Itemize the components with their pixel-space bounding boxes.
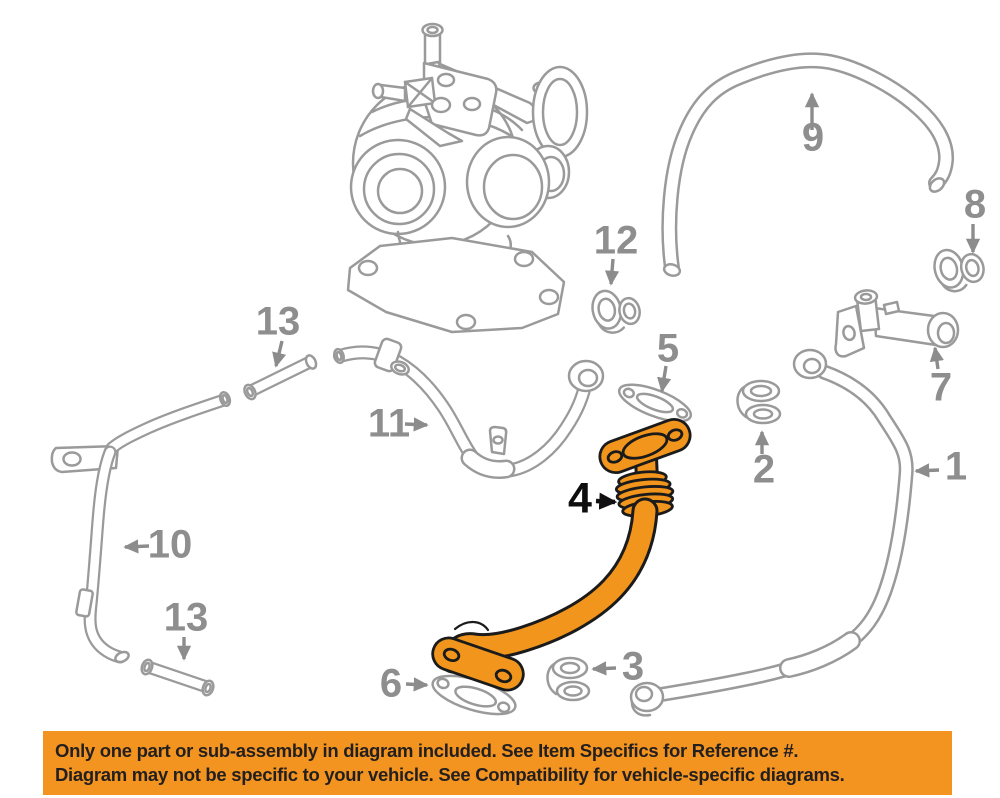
turbocharger-assembly	[346, 22, 589, 334]
callout-12-arrow	[604, 258, 620, 286]
callout-8: 8	[963, 182, 987, 227]
part-10-tube	[50, 390, 232, 664]
callout-5-arrow	[657, 365, 672, 393]
callout-11: 11	[367, 401, 411, 446]
callout-7: 7	[929, 365, 953, 410]
part-13-hose-lower	[140, 658, 215, 697]
callout-10-arrow	[123, 539, 150, 554]
callout-6-arrow	[405, 677, 429, 692]
callout-9: 9	[801, 115, 825, 160]
disclaimer-banner: Only one part or sub-assembly in diagram…	[43, 731, 952, 795]
part-9-hose	[661, 52, 955, 277]
callout-3-arrow	[591, 661, 617, 676]
callout-1: 1	[944, 444, 968, 489]
callout-4-arrow	[595, 492, 618, 510]
callout-13-lower: 13	[163, 595, 209, 640]
part-13-hose-upper	[243, 354, 318, 401]
disclaimer-line-1: Only one part or sub-assembly in diagram…	[55, 740, 799, 761]
callout-13a-arrow	[272, 340, 287, 368]
part-1-oil-pipe	[629, 348, 914, 717]
part-3-washers	[546, 656, 591, 702]
disclaimer-line-2: Diagram may not be specific to your vehi…	[55, 764, 845, 785]
part-7-fitting	[834, 289, 960, 358]
callout-3: 3	[621, 644, 645, 689]
part-12-seals	[591, 289, 641, 334]
part-4-oil-drain-tube-highlighted	[431, 417, 692, 692]
callout-12: 12	[593, 218, 639, 263]
callout-6: 6	[379, 661, 403, 706]
part-11-pipe	[333, 337, 605, 479]
callout-10: 10	[147, 522, 193, 567]
part-8-seals	[933, 248, 985, 293]
callout-11-arrow	[404, 417, 429, 432]
callout-5: 5	[656, 326, 680, 371]
callout-2: 2	[752, 447, 776, 492]
callout-13-upper: 13	[255, 299, 301, 344]
part-2-washers	[736, 379, 782, 425]
callout-4-highlighted: 4	[568, 474, 592, 523]
callout-arrows	[123, 92, 981, 692]
callout-7-arrow	[929, 346, 944, 370]
callout-1-arrow	[914, 463, 940, 478]
